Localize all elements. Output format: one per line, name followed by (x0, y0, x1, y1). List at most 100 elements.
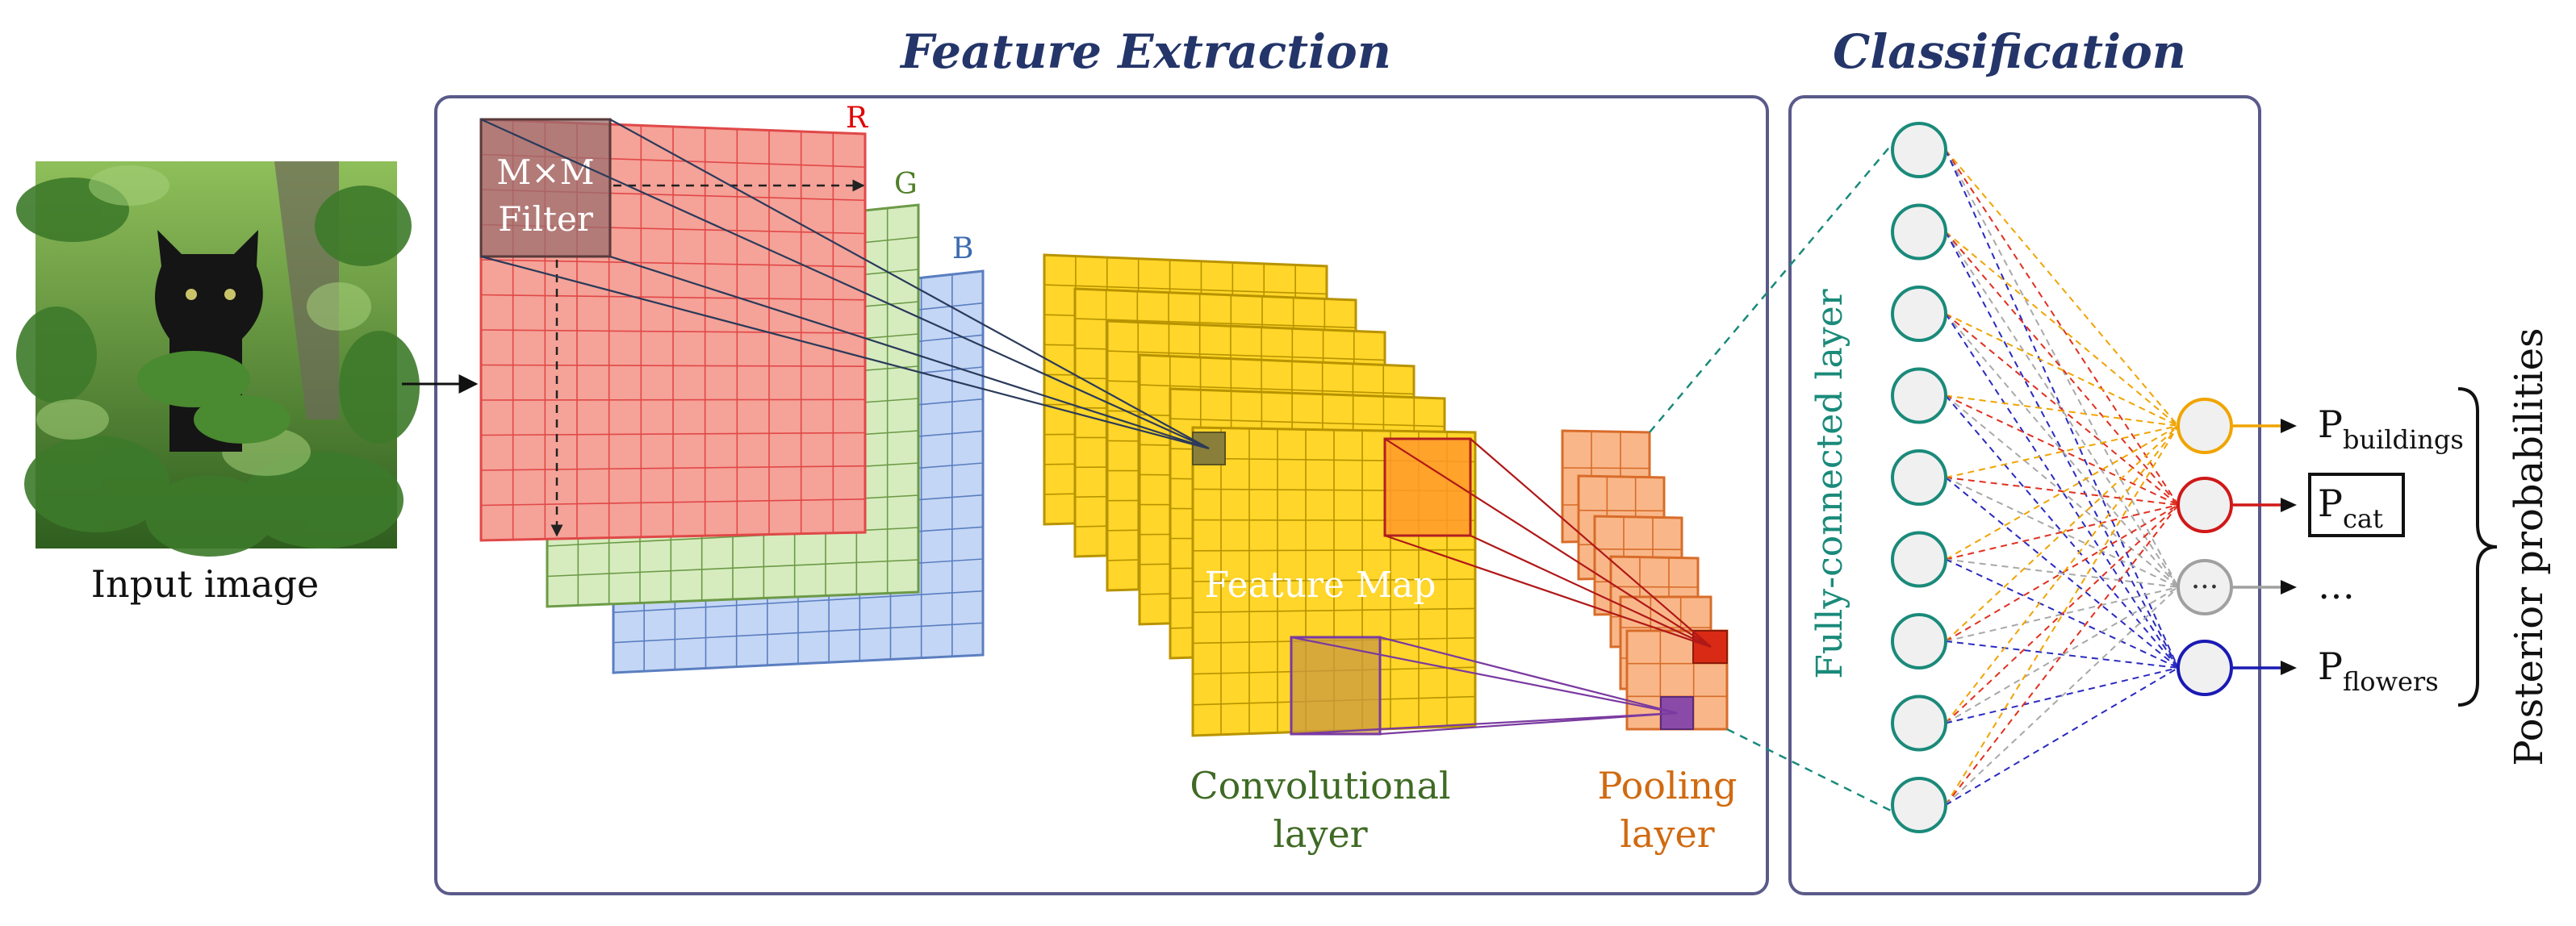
fc-node (1891, 367, 1947, 424)
pooling-layer-gridline (1594, 548, 1683, 551)
output-node (2177, 640, 2233, 696)
pool-projection-line (1384, 534, 1712, 649)
arrow-right-icon (2281, 498, 2297, 512)
fc-edge (1945, 558, 2179, 588)
flatten-link (1726, 728, 1893, 813)
pool-window-purple (1290, 636, 1382, 736)
output-label: Pbuildings (2318, 403, 2464, 455)
fc-node (1891, 613, 1947, 669)
conv-caption-line2: layer (1273, 812, 1367, 856)
filter-label-line2: Filter (498, 199, 594, 239)
connection-lines (480, 118, 1712, 736)
feature-map-layer-gridline (1043, 284, 1328, 295)
fc-node (1891, 777, 1947, 833)
fc-edge (1945, 477, 2179, 506)
feature-extraction-title: Feature Extraction (899, 24, 1391, 79)
fc-edge (1945, 425, 2179, 642)
blue-channel-gridline (613, 590, 984, 614)
filter-projection-line (609, 255, 1210, 450)
r-channel-label: R (846, 102, 868, 135)
fc-edge (1945, 640, 2179, 669)
cat-photo-image (16, 161, 420, 557)
pool-projection-line (1290, 636, 1678, 715)
fc-edge (1945, 667, 2179, 806)
fc-node (1891, 449, 1947, 506)
fc-edge (1945, 313, 2179, 427)
output-label: Pflowers (2318, 644, 2439, 697)
classification-title: Classification (1833, 24, 2186, 79)
filter-projection-line (480, 255, 1210, 450)
pool-window-red (1383, 437, 1472, 537)
output-node (2177, 398, 2233, 454)
red-channel-gridline (480, 398, 866, 401)
fc-edge (1945, 425, 2179, 724)
b-channel-label: B (952, 232, 973, 265)
fc-node (1891, 203, 1947, 261)
fully-connected-network: ··· (1649, 122, 2233, 833)
fc-edge (1945, 504, 2179, 806)
fc-edge (1945, 425, 2179, 561)
fc-layer-label: Fully-connected layer (1809, 288, 1850, 678)
fc-edge (1945, 231, 2179, 506)
filter-projection-line (609, 119, 1210, 449)
arrow-right-icon (2281, 419, 2297, 433)
pool-projection-line (1470, 438, 1712, 648)
fc-edge (1945, 149, 2179, 588)
fc-node (1891, 531, 1947, 588)
feature-map-layer-gridline (1106, 350, 1386, 361)
feature-maps-stack (1043, 253, 1477, 737)
blue-channel-gridline (613, 622, 984, 644)
feature-map-layer-gridline (1139, 384, 1415, 395)
fc-edge (1945, 504, 2179, 561)
fc-node (1891, 286, 1947, 342)
feature-extraction-panel (434, 95, 1769, 895)
pool-projection-line (1290, 711, 1678, 736)
fc-edge (1945, 667, 2179, 724)
classification-panel (1788, 95, 2261, 895)
fc-edge (1945, 425, 2179, 478)
pool-caption-line2: layer (1620, 812, 1714, 856)
fc-edge (1945, 586, 2179, 806)
fc-edge (1945, 231, 2179, 427)
pooling-stack (1561, 429, 1729, 731)
output-highlight-box (2308, 473, 2405, 537)
green-channel-gridline (546, 559, 919, 578)
filter-label-line1: M×M (496, 152, 594, 192)
g-channel-label: G (894, 168, 918, 201)
feature-map-label: Feature Map (1205, 565, 1436, 606)
pool-projection-line (1470, 535, 1712, 648)
brace-icon (2457, 387, 2498, 707)
input-image-caption: Input image (91, 562, 319, 606)
output-label: Pcat (2318, 482, 2383, 534)
pool-caption-line1: Pooling (1598, 764, 1738, 807)
filter-projection-line (480, 118, 1210, 450)
fc-edge (1945, 231, 2179, 588)
output-node (2177, 477, 2233, 533)
arrow-right-icon (2281, 580, 2297, 594)
feature-map-layer-gridline (1192, 578, 1476, 582)
fc-edge (1945, 394, 2179, 427)
filter-window (479, 118, 612, 258)
pool-projection-line (1379, 636, 1678, 715)
fc-node (1891, 694, 1947, 752)
flatten-link (1649, 143, 1893, 433)
feature-map-layer-gridline (1074, 318, 1357, 329)
pooling-layer-gridline (1610, 586, 1699, 588)
fc-edge (1945, 232, 2179, 669)
feature-map-layer-gridline (1192, 607, 1476, 613)
red-channel-gridline (480, 498, 866, 507)
fc-edge (1945, 313, 2179, 506)
fc-edge (1945, 504, 2179, 724)
pool-projection-line (1384, 438, 1712, 648)
fc-node (1891, 122, 1947, 178)
output-node-ellipsis: ··· (2191, 571, 2218, 604)
fc-edge (1945, 425, 2179, 806)
fc-edge (1945, 149, 2179, 506)
posterior-label: Posterior probabilities (2507, 327, 2552, 765)
pooling-layer-gridline (1562, 467, 1650, 469)
conv-caption-line1: Convolutional (1190, 764, 1450, 807)
fc-edge (1945, 313, 2179, 669)
arrow-right-icon (2281, 661, 2297, 675)
